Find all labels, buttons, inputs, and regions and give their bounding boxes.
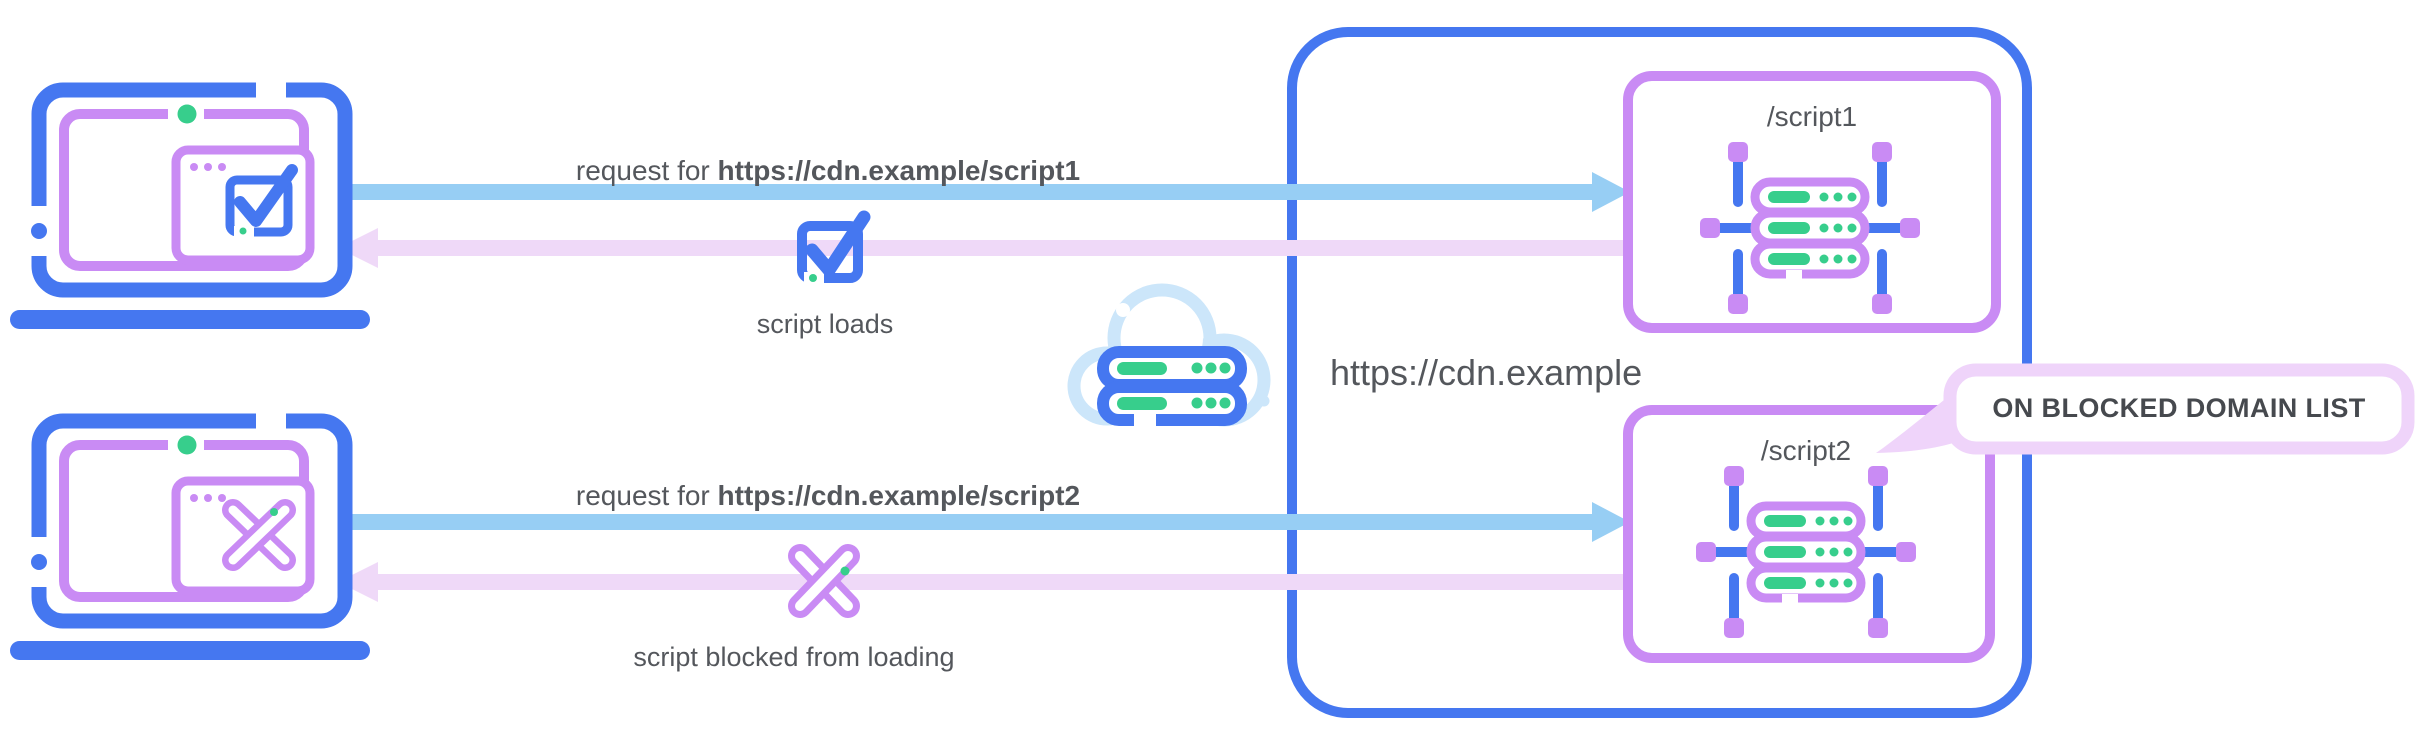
cdn-domain-label: https://cdn.example [1330,352,1643,393]
browser-blocked-x-icon [222,499,296,571]
script2-server-icon [1696,466,1916,638]
request2-url: https://cdn.example/script2 [717,480,1081,511]
laptop-blocked-icon [10,409,370,660]
cloud-server-icon [1067,283,1271,428]
request1-arrow [344,172,1630,212]
laptop-allowed-icon [10,78,370,329]
script1-server-icon [1700,142,1920,314]
blocked-domain-callout [1876,363,2415,455]
response1-arrow [338,228,1632,268]
script1-box [1623,71,2001,333]
script1-label: /script1 [1766,101,1858,132]
request1-label: request for https://cdn.example/script1 [576,155,1080,187]
callout-label: ON BLOCKED DOMAIN LIST [1992,393,2366,423]
browser-check-icon [225,164,298,238]
script-loads-check-icon [797,210,871,284]
script-blocked-label: script blocked from loading [633,642,955,672]
request2-arrow [344,502,1630,542]
script2-label: /script2 [1760,435,1852,466]
request2-label: request for https://cdn.example/script2 [576,480,1080,512]
request2-prefix: request for [575,480,718,511]
script-blocked-x-icon [788,544,860,618]
request1-prefix: request for [575,155,718,186]
script2-box [1623,405,1995,663]
request1-url: https://cdn.example/script1 [717,155,1081,186]
response2-arrow [338,562,1632,602]
script-loads-label: script loads [756,309,894,339]
